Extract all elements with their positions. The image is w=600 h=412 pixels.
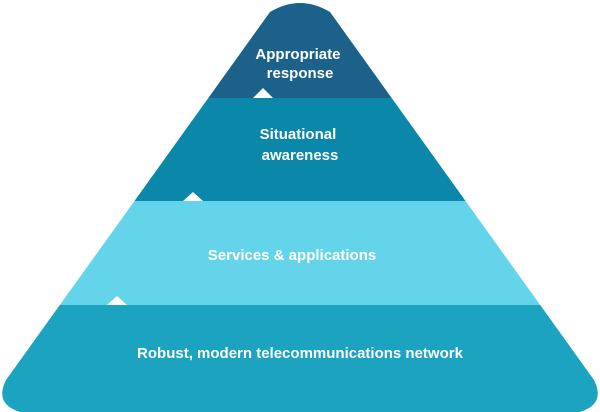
label-line: Robust, modern telecommunications networ… <box>137 345 464 362</box>
label-situational-awareness: Situational awareness <box>260 126 341 164</box>
label-line: Services & applications <box>208 247 376 264</box>
label-line: response <box>267 65 334 82</box>
level-telecom-network <box>2 305 598 412</box>
label-line: Appropriate <box>255 46 340 63</box>
label-line: Situational <box>260 126 337 143</box>
label-line: awareness <box>262 147 339 164</box>
label-telecom-network: Robust, modern telecommunications networ… <box>137 345 464 362</box>
level-services-applications <box>2 201 598 305</box>
label-appropriate-response: Appropriate response <box>255 46 344 82</box>
label-services-applications: Services & applications <box>208 247 376 264</box>
